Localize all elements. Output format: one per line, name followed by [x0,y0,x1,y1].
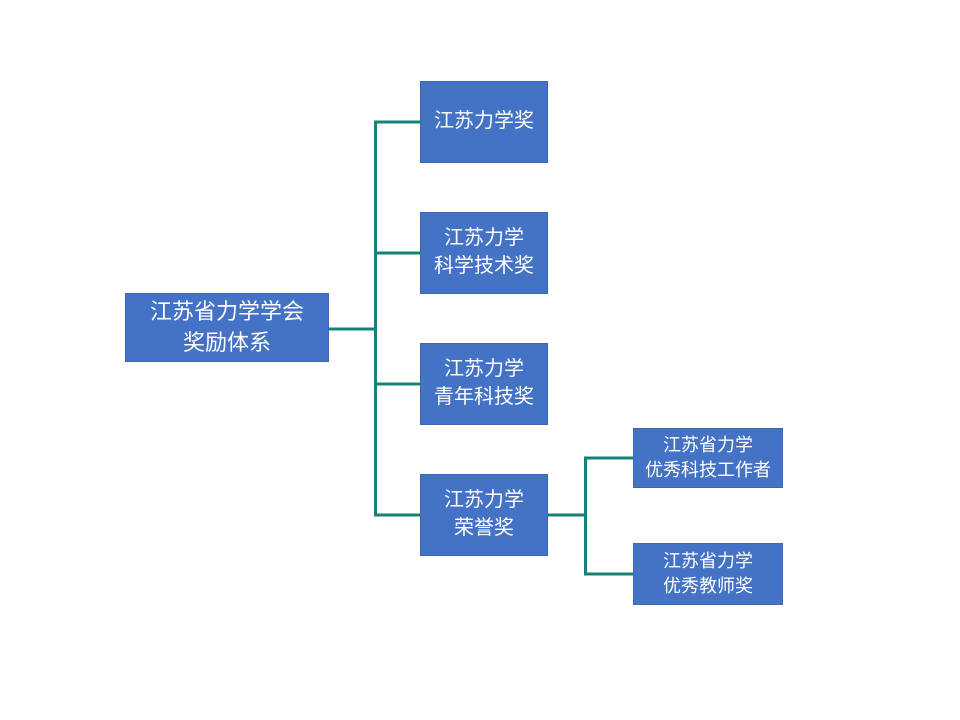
node-label-line: 江苏省力学 [663,551,753,572]
node-label-line: 科学技术奖 [434,255,534,277]
node-label-line: 江苏省力学 [663,435,753,456]
node-honor-teacher: 江苏省力学 优秀教师奖 [633,543,783,605]
node-honor-tech-worker: 江苏省力学 优秀科技工作者 [633,428,783,488]
node-label-line: 奖励体系 [182,329,271,355]
node-label-line: 江苏力学 [444,489,524,512]
node-label-line: 江苏力学奖 [434,110,534,133]
node-label-line: 江苏省力学学会 [149,299,304,325]
node-award-science-tech: 江苏力学 科学技术奖 [420,212,548,294]
node-label-line: 荣誉奖 [454,517,514,539]
node-award-mechanics: 江苏力学奖 [420,81,548,163]
node-label-line: 青年科技奖 [434,386,534,408]
node-award-system-root: 江苏省力学学会 奖励体系 [125,293,329,362]
node-label-line: 优秀科技工作者 [645,460,771,480]
node-label-line: 优秀教师奖 [663,576,753,596]
node-award-youth-tech: 江苏力学 青年科技奖 [420,343,548,425]
node-label-line: 江苏力学 [444,227,524,250]
node-label-line: 江苏力学 [444,358,524,381]
node-award-honor: 江苏力学 荣誉奖 [420,474,548,556]
